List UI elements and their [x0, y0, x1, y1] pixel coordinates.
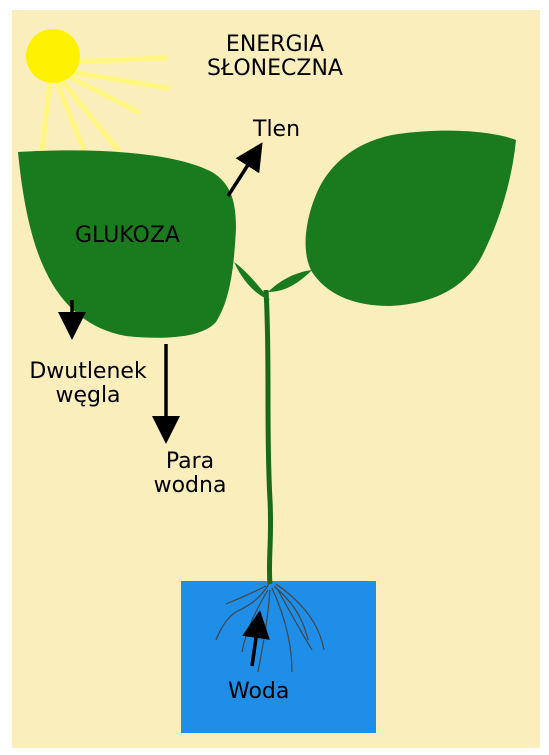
water-label: Woda — [228, 679, 290, 704]
arrows — [58, 142, 270, 667]
glucose-label: GLUKOZA — [75, 223, 180, 248]
left-leaf-stalk — [234, 262, 270, 300]
right-leaf-stalk — [268, 270, 312, 292]
solar-energy-label: ENERGIA SŁONECZNA — [180, 32, 370, 82]
left-leaf — [18, 150, 236, 338]
right-leaf — [305, 130, 516, 306]
water-vapor-label: Para wodna — [140, 449, 240, 499]
solar-energy-line2: SŁONECZNA — [207, 56, 343, 82]
water-box — [181, 581, 376, 733]
co2-line1: Dwutlenek — [29, 359, 147, 384]
oxygen-label: Tlen — [253, 117, 301, 142]
water-vapor-line2: wodna — [153, 473, 227, 499]
sun-icon — [26, 29, 80, 83]
water-arrow — [242, 610, 270, 667]
plant-stem — [263, 289, 274, 585]
water-vapor-line1: Para — [165, 449, 215, 474]
oxygen-arrow — [226, 142, 263, 197]
sun-rays — [39, 55, 171, 153]
solar-energy-line1: ENERGIA — [225, 32, 325, 57]
co2-label: Dwutlenek węgla — [18, 359, 158, 409]
co2-line2: węgla — [55, 383, 121, 409]
